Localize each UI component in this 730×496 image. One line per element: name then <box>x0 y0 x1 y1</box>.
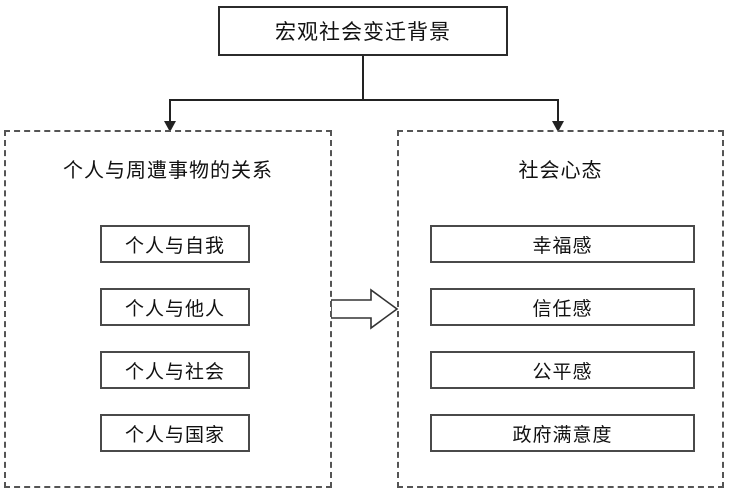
right-item-box[interactable]: 政府满意度 <box>430 414 695 452</box>
right-item-box[interactable]: 公平感 <box>430 351 695 389</box>
arrow-down-right-icon <box>552 121 564 132</box>
left-item-box[interactable]: 个人与他人 <box>100 288 250 326</box>
right-item-label: 政府满意度 <box>512 423 613 446</box>
root-title-label: 宏观社会变迁背景 <box>275 20 451 44</box>
block-arrow-right-icon <box>331 288 399 330</box>
connector-stem-right <box>557 99 559 123</box>
root-title-box: 宏观社会变迁背景 <box>218 6 508 56</box>
connector-vertical-trunk <box>362 56 364 100</box>
right-item-box[interactable]: 幸福感 <box>430 225 695 263</box>
left-item-box[interactable]: 个人与自我 <box>100 225 250 263</box>
left-item-box[interactable]: 个人与社会 <box>100 351 250 389</box>
right-item-label: 信任感 <box>532 297 593 320</box>
left-item-box[interactable]: 个人与国家 <box>100 414 250 452</box>
left-panel-header: 个人与周遭事物的关系 <box>63 158 273 182</box>
connector-stem-left <box>169 99 171 123</box>
left-item-label: 个人与国家 <box>124 423 225 446</box>
connector-horizontal-bar <box>169 99 559 101</box>
arrow-down-left-icon <box>164 121 176 132</box>
left-item-label: 个人与社会 <box>124 360 225 383</box>
right-panel-header: 社会心态 <box>518 158 603 182</box>
right-item-label: 公平感 <box>532 360 593 383</box>
right-item-box[interactable]: 信任感 <box>430 288 695 326</box>
left-item-label: 个人与自我 <box>124 234 225 257</box>
left-item-label: 个人与他人 <box>124 297 225 320</box>
right-item-label: 幸福感 <box>532 234 593 257</box>
